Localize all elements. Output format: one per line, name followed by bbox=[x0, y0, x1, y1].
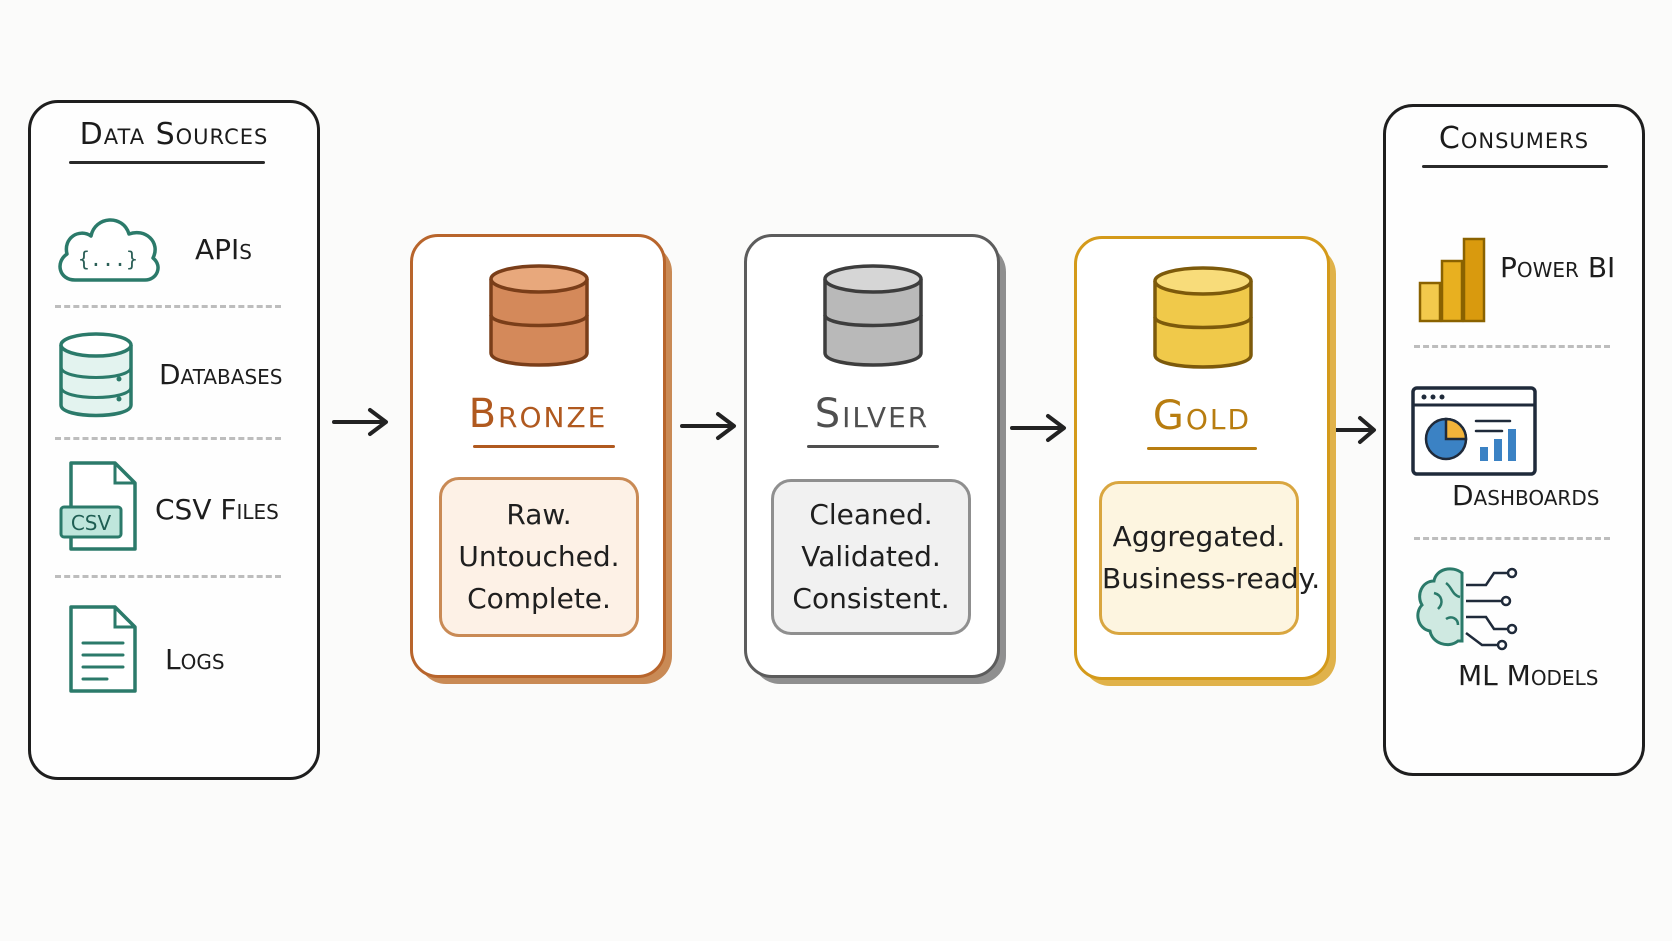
divider bbox=[1414, 537, 1610, 540]
cloud-api-icon: {...} bbox=[58, 218, 160, 282]
bronze-description: Raw. Untouched. Complete. bbox=[439, 477, 639, 637]
description-line: Business-ready. bbox=[1102, 562, 1321, 595]
bronze-layer: Bronze Raw. Untouched. Complete. bbox=[410, 234, 666, 678]
title-underline bbox=[69, 161, 265, 164]
brain-circuit-icon bbox=[1416, 567, 1518, 651]
data-sources-panel: Data Sources {...} APIs Databases CSV CS… bbox=[28, 100, 320, 780]
database-icon bbox=[823, 264, 923, 367]
consumers-title: Consumers bbox=[1438, 121, 1590, 156]
arrow-right-icon bbox=[332, 408, 388, 436]
silver-layer: Silver Cleaned. Validated. Consistent. bbox=[744, 234, 1000, 678]
database-icon bbox=[489, 264, 589, 367]
title-underline bbox=[807, 445, 939, 448]
silver-description: Cleaned. Validated. Consistent. bbox=[771, 479, 971, 635]
csv-file-icon-text: CSV bbox=[71, 511, 112, 535]
arrow-right-icon bbox=[680, 412, 736, 440]
log-document-icon bbox=[69, 605, 137, 693]
dashboard-icon bbox=[1411, 386, 1537, 476]
bronze-title: Bronze bbox=[468, 391, 608, 437]
bar-chart-icon bbox=[1418, 237, 1486, 323]
arrow-right-icon bbox=[1010, 414, 1066, 442]
title-underline bbox=[1147, 447, 1257, 450]
source-item-apis: APIs bbox=[195, 233, 252, 266]
description-line: Cleaned. bbox=[809, 498, 933, 531]
database-icon bbox=[59, 332, 133, 418]
consumer-item-dashboards: Dashboards bbox=[1452, 479, 1600, 512]
description-line: Complete. bbox=[467, 582, 611, 615]
gold-layer: Gold Aggregated. Business-ready. bbox=[1074, 236, 1330, 680]
gold-description: Aggregated. Business-ready. bbox=[1099, 481, 1321, 635]
divider bbox=[1414, 345, 1610, 348]
data-sources-title: Data Sources bbox=[79, 117, 269, 152]
divider bbox=[55, 437, 281, 440]
database-icon bbox=[1153, 266, 1253, 369]
source-item-databases: Databases bbox=[159, 358, 283, 391]
arrow-right-icon bbox=[1332, 416, 1376, 444]
description-line: Validated. bbox=[801, 540, 941, 573]
csv-file-icon: CSV bbox=[59, 461, 137, 551]
consumers-panel: Consumers Power BI Dashboards ML Models bbox=[1383, 104, 1645, 776]
description-line: Consistent. bbox=[792, 582, 950, 615]
title-underline bbox=[1422, 165, 1608, 168]
cloud-api-icon-text: {...} bbox=[78, 247, 138, 271]
consumer-item-ml-models: ML Models bbox=[1458, 659, 1599, 692]
silver-title: Silver bbox=[814, 391, 930, 437]
gold-title: Gold bbox=[1152, 393, 1252, 439]
divider bbox=[55, 575, 281, 578]
description-line: Raw. bbox=[506, 498, 572, 531]
description-line: Untouched. bbox=[458, 540, 620, 573]
description-line: Aggregated. bbox=[1112, 520, 1286, 553]
divider bbox=[55, 305, 281, 308]
source-item-csv-files: CSV Files bbox=[155, 493, 279, 526]
source-item-logs: Logs bbox=[165, 643, 225, 676]
consumer-item-power-bi: Power BI bbox=[1500, 251, 1616, 284]
title-underline bbox=[473, 445, 615, 448]
